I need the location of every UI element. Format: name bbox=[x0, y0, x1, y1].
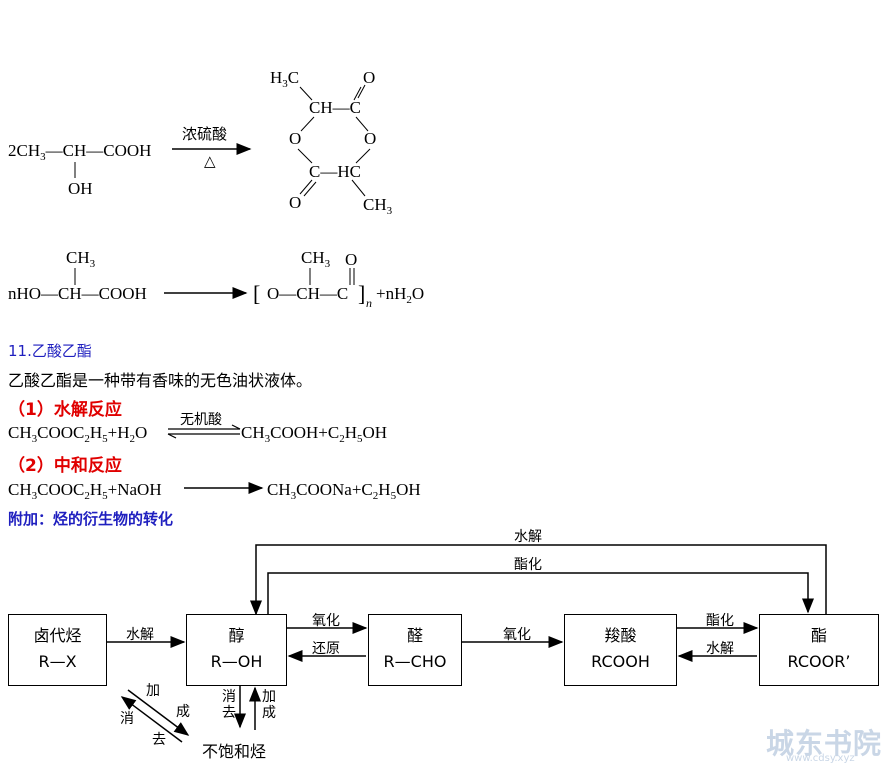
section11-desc: 乙酸乙酯是一种带有香味的无色油状液体。 bbox=[8, 371, 313, 390]
alcohol-formula: R—OH bbox=[210, 652, 263, 671]
reaction1-condition: 浓硫酸 bbox=[182, 125, 228, 143]
label-diag-elim-1: 消 bbox=[120, 711, 134, 727]
label-halide-to-alcohol: 水解 bbox=[126, 627, 154, 643]
label-diag-add-1: 加 bbox=[146, 683, 160, 699]
section11-title: 11.乙酸乙酯 bbox=[8, 342, 92, 360]
hydrolysis-condition: 无机酸 bbox=[180, 412, 222, 428]
label-diag-add-2: 成 bbox=[176, 704, 190, 720]
reactant-rest: —CH—COOH bbox=[45, 141, 152, 160]
polymer-body: O—CH—C bbox=[267, 284, 349, 303]
neutral-eq-right: CH3COONa+C2H5OH bbox=[267, 480, 421, 502]
label-diag-elim-2: 去 bbox=[152, 732, 166, 748]
reaction2-ch3: CH3 bbox=[66, 248, 96, 270]
aldehyde-formula: R—CHO bbox=[383, 652, 447, 671]
box-alcohol: 醇 R—OH bbox=[186, 614, 287, 686]
acid-name: 羧酸 bbox=[604, 626, 637, 645]
ring-h3c: H3C bbox=[270, 68, 300, 90]
label-aldehyde-reduce: 还原 bbox=[312, 641, 340, 657]
label-top-esterify: 酯化 bbox=[514, 557, 542, 573]
neutral-eq-left: CH3COOC2H5+NaOH bbox=[8, 480, 162, 502]
label-aldehyde-oxidize: 氧化 bbox=[503, 627, 531, 643]
appendix-title: 附加：烃的衍生物的转化 bbox=[8, 510, 174, 528]
box-ester: 酯 RCOOR’ bbox=[759, 614, 879, 686]
ring-o-top: O bbox=[363, 68, 376, 87]
ring-c-hc: C—HC bbox=[309, 162, 361, 181]
watermark-logo: 城东书院 bbox=[766, 727, 883, 760]
label-acid-esterify: 酯化 bbox=[706, 613, 734, 629]
ester-formula: RCOOR’ bbox=[787, 652, 851, 671]
reaction1-heat: △ bbox=[204, 152, 216, 170]
hydrolysis-eq-right: CH3COOH+C2H5OH bbox=[241, 423, 388, 445]
acid-formula: RCOOH bbox=[591, 652, 650, 671]
reaction1-reactant: 2CH3—CH—COOH bbox=[8, 141, 151, 163]
watermark-url: www.cdsy.xyz bbox=[786, 753, 855, 764]
polymer-ch3: CH3 bbox=[301, 248, 331, 270]
alcohol-name: 醇 bbox=[228, 626, 245, 645]
hydrolysis-title: （1）水解反应 bbox=[8, 400, 122, 420]
halide-name: 卤代烃 bbox=[33, 626, 82, 645]
label-up-add: 加成 bbox=[262, 689, 276, 721]
polymer-o: O bbox=[345, 250, 358, 269]
polymer-right-bracket: ] bbox=[358, 281, 366, 306]
ester-name: 酯 bbox=[810, 626, 827, 645]
halide-formula: R—X bbox=[38, 652, 77, 671]
reaction1-oh: OH bbox=[68, 179, 93, 198]
reactant-sub: 3 bbox=[40, 151, 46, 163]
label-ester-hydrolysis: 水解 bbox=[706, 641, 734, 657]
box-halide: 卤代烃 R—X bbox=[8, 614, 107, 686]
aldehyde-name: 醛 bbox=[406, 626, 423, 645]
label-unsaturated: 不饱和烃 bbox=[202, 742, 267, 761]
polymer-n: n bbox=[366, 296, 372, 310]
reaction2-reactant: nHO—CH—COOH bbox=[8, 284, 147, 303]
label-down-elim: 消去 bbox=[222, 689, 236, 721]
ring-ch-top: CH—C bbox=[309, 98, 361, 117]
label-alcohol-oxidize: 氧化 bbox=[312, 613, 340, 629]
polymer-water: +nH2O bbox=[376, 284, 425, 306]
box-aldehyde: 醛 R—CHO bbox=[368, 614, 462, 686]
ring-o-left: O bbox=[289, 129, 302, 148]
hydrolysis-eq-left: CH3COOC2H5+H2O bbox=[8, 423, 148, 445]
label-top-hydrolysis: 水解 bbox=[514, 529, 542, 545]
ring-o-bottom: O bbox=[289, 193, 302, 212]
ring-ch3-bottom: CH3 bbox=[363, 195, 393, 217]
box-acid: 羧酸 RCOOH bbox=[564, 614, 677, 686]
polymer-left-bracket: [ bbox=[253, 281, 261, 306]
ring-o-right: O bbox=[364, 129, 377, 148]
reactant-prefix: 2CH bbox=[8, 141, 41, 160]
neutral-title: （2）中和反应 bbox=[8, 456, 122, 476]
